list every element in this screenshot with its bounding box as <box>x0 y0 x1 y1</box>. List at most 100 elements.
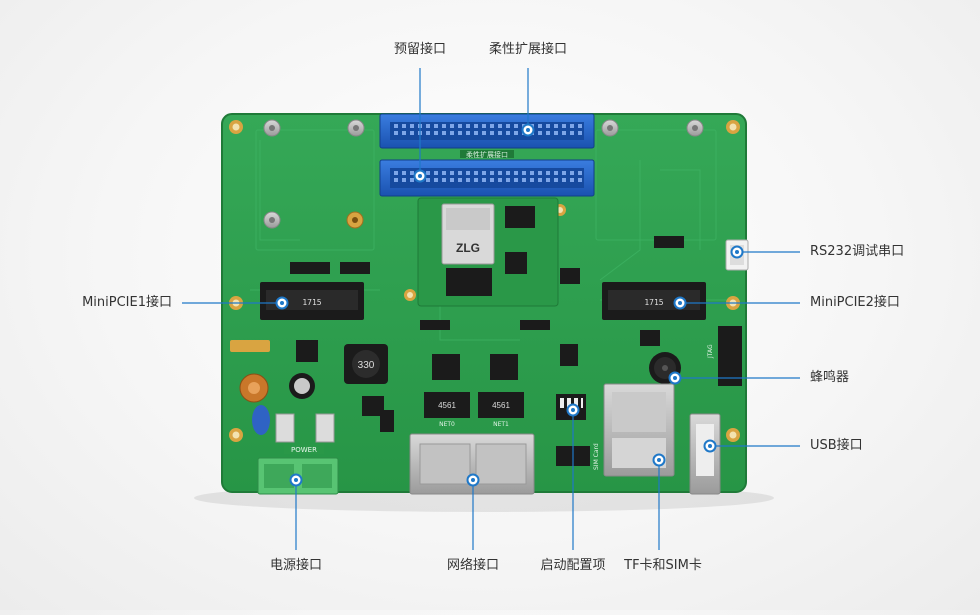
label-minipcie1-port: MiniPCIE1接口 <box>82 295 172 310</box>
connector-pin <box>546 178 550 182</box>
minipcie2-slot: 1715 <box>602 282 706 320</box>
rj45-jack <box>409 433 535 495</box>
connector-pin <box>442 178 446 182</box>
smd-chip <box>560 268 580 284</box>
callout-marker-core <box>526 128 530 132</box>
connector-pin <box>570 124 574 128</box>
connector-pin <box>562 124 566 128</box>
label-buzzer: 蜂鸣器 <box>810 370 850 385</box>
leader-lines <box>182 68 800 550</box>
connector-pin <box>458 131 462 135</box>
connector-pin <box>426 178 430 182</box>
label-tf-sim-card: TF卡和SIM卡 <box>624 558 702 573</box>
connector-pin <box>442 124 446 128</box>
connector-pin <box>578 124 582 128</box>
connector-pin <box>450 131 454 135</box>
reserved-connector <box>379 113 595 149</box>
callout-marker-core <box>678 301 682 305</box>
connector-pin <box>522 178 526 182</box>
power-marking: POWER <box>291 446 317 454</box>
connector-pin <box>402 178 406 182</box>
smd-chip <box>420 320 450 330</box>
connector-pin <box>394 124 398 128</box>
label-minipcie2-port: MiniPCIE2接口 <box>810 295 900 310</box>
jtag-marking: JTAG <box>707 344 714 359</box>
flex-label-text: 柔性扩展接口 <box>466 150 508 159</box>
smd-chip <box>362 396 384 416</box>
connector-pin <box>434 124 438 128</box>
callout-marker-core <box>294 478 298 482</box>
connector-pin <box>450 171 454 175</box>
inductor-marking: 330 <box>358 360 375 371</box>
callout-marker-core <box>571 408 575 412</box>
label-rs232-debug-port: RS232调试串口 <box>810 244 905 259</box>
callout-marker-core <box>657 458 661 462</box>
callout-marker-core <box>418 174 422 178</box>
smd-chip <box>640 330 660 346</box>
connector-pin <box>466 131 470 135</box>
connector-pin <box>474 171 478 175</box>
connector-pin <box>490 178 494 182</box>
connector-pin <box>498 131 502 135</box>
connector-pin <box>434 171 438 175</box>
connector-pin <box>530 178 534 182</box>
connector-pin <box>554 131 558 135</box>
label-usb-port: USB接口 <box>810 438 863 453</box>
lan-right-sub: NET1 <box>493 421 509 428</box>
connector-pin <box>578 171 582 175</box>
smd-chip <box>560 344 578 366</box>
lan-left-marking: 4561 <box>438 401 456 410</box>
connector-pin <box>394 131 398 135</box>
connector-pin <box>474 131 478 135</box>
connector-pin <box>402 131 406 135</box>
connector-pin <box>506 124 510 128</box>
minipcie1-slot: 1715 <box>260 282 364 320</box>
connector-pin <box>498 171 502 175</box>
connector-pin <box>442 131 446 135</box>
connector-pin <box>466 178 470 182</box>
connector-pin <box>402 124 406 128</box>
connector-pin <box>474 178 478 182</box>
connector-pin <box>562 178 566 182</box>
misc-components <box>290 236 684 432</box>
connector-pin <box>506 131 510 135</box>
connector-pin <box>482 124 486 128</box>
connector-pin <box>410 171 414 175</box>
core-module: ZLG <box>417 197 559 307</box>
lan-right-marking: 4561 <box>492 401 510 410</box>
usb-connector <box>689 413 721 495</box>
connector-pin <box>554 124 558 128</box>
smd-chip <box>520 320 550 330</box>
connector-pin <box>522 171 526 175</box>
label-power-port: 电源接口 <box>269 558 323 573</box>
connector-pin <box>530 171 534 175</box>
connector-pin <box>570 131 574 135</box>
smd-chip <box>340 262 370 274</box>
minipcie1-marking: 1715 <box>302 298 321 307</box>
connector-pin <box>546 171 550 175</box>
lan-left-sub: NET0 <box>439 421 455 428</box>
connector-pin <box>506 178 510 182</box>
callout-marker-core <box>673 376 677 380</box>
connector-pin <box>562 171 566 175</box>
connector-pin <box>498 178 502 182</box>
connector-pin <box>466 171 470 175</box>
connector-pin <box>514 178 518 182</box>
marker-dots <box>275 123 744 487</box>
connector-pin <box>394 178 398 182</box>
callout-marker-core <box>471 478 475 482</box>
callout-marker-core <box>708 444 712 448</box>
sim-card-marking: SIM Card <box>593 443 600 470</box>
smd-chip <box>654 236 684 248</box>
smd-chip <box>380 410 394 432</box>
callout-marker-core <box>280 301 284 305</box>
connector-pin <box>458 124 462 128</box>
connector-pin <box>578 131 582 135</box>
connector-pin <box>570 171 574 175</box>
connector-pin <box>426 171 430 175</box>
connector-pin <box>538 171 542 175</box>
label-boot-config: 启动配置项 <box>540 558 606 573</box>
connector-pin <box>410 178 414 182</box>
connector-pin <box>506 171 510 175</box>
